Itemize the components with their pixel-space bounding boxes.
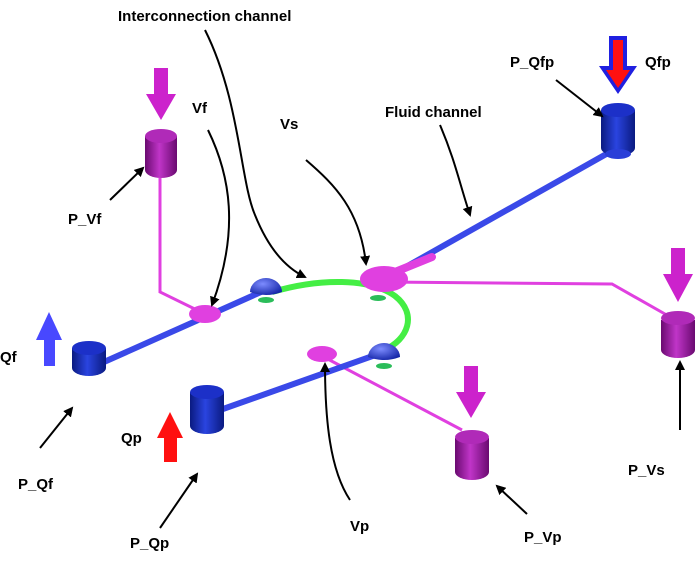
leader-p-vp: [495, 484, 528, 515]
leader-interconnection: [204, 29, 307, 279]
fluid-channel-lower: [203, 349, 387, 418]
label-vs: Vs: [280, 116, 298, 133]
label-qfp: Qfp: [645, 54, 671, 71]
label-p-qf: P_Qf: [18, 476, 54, 493]
vf-pressure-line: [158, 178, 206, 316]
flow-arrows: [36, 36, 693, 462]
dome-right: [368, 343, 400, 360]
dome-vs-base: [370, 295, 386, 301]
leader-p-qf: [39, 406, 74, 449]
label-p-vs: P_Vs: [628, 462, 665, 479]
dome-left: [250, 278, 282, 295]
vs-chamber: [360, 266, 408, 292]
dome-right-base: [376, 363, 392, 369]
leader-p-vf: [109, 166, 145, 201]
cylinder-qfp: [601, 103, 635, 159]
vs-pressure-line: [384, 280, 673, 320]
labels: Interconnection channel Fluid channel Vf…: [0, 8, 671, 552]
leader-vs: [305, 159, 371, 266]
fluid-channel-upper: [83, 285, 273, 373]
cylinder-qp: [190, 385, 224, 434]
label-qp: Qp: [121, 430, 142, 447]
dome-left-base: [258, 297, 274, 303]
cylinder-qf: [72, 341, 106, 376]
cylinder-pvs: [661, 311, 695, 358]
interconnection-channel: [271, 279, 411, 353]
pvs-down-arrow: [663, 248, 693, 302]
label-vf: Vf: [192, 100, 208, 117]
leader-vf: [207, 129, 231, 307]
pvp-down-arrow: [456, 366, 486, 418]
vp-chamber: [307, 346, 337, 362]
leader-vp: [320, 362, 351, 501]
vf-chamber: [189, 305, 221, 323]
label-p-vp: P_Vp: [524, 529, 562, 546]
label-p-vf: P_Vf: [68, 211, 102, 228]
qp-up-arrow: [157, 412, 183, 462]
chambers: [189, 266, 408, 362]
label-interconnection-channel: Interconnection channel: [118, 8, 291, 25]
inlet-stub: [391, 253, 436, 276]
label-fluid-channel: Fluid channel: [385, 104, 482, 121]
qf-up-arrow: [36, 312, 62, 366]
leader-p-qp: [159, 472, 199, 529]
leader-lines: [39, 29, 685, 529]
leader-p-qfp: [555, 79, 604, 118]
qfp-down-arrow-inner: [606, 40, 630, 88]
vf-down-arrow: [146, 68, 176, 120]
label-vp: Vp: [350, 518, 369, 535]
label-qf: Qf: [0, 349, 18, 366]
label-p-qp: P_Qp: [130, 535, 169, 552]
cylinder-vf: [145, 129, 177, 178]
dome-valves: [250, 278, 400, 369]
cylinder-pvp: [455, 430, 489, 480]
label-p-qfp: P_Qfp: [510, 54, 554, 71]
fluid-channels: [83, 145, 620, 418]
leader-fluid: [439, 124, 473, 217]
